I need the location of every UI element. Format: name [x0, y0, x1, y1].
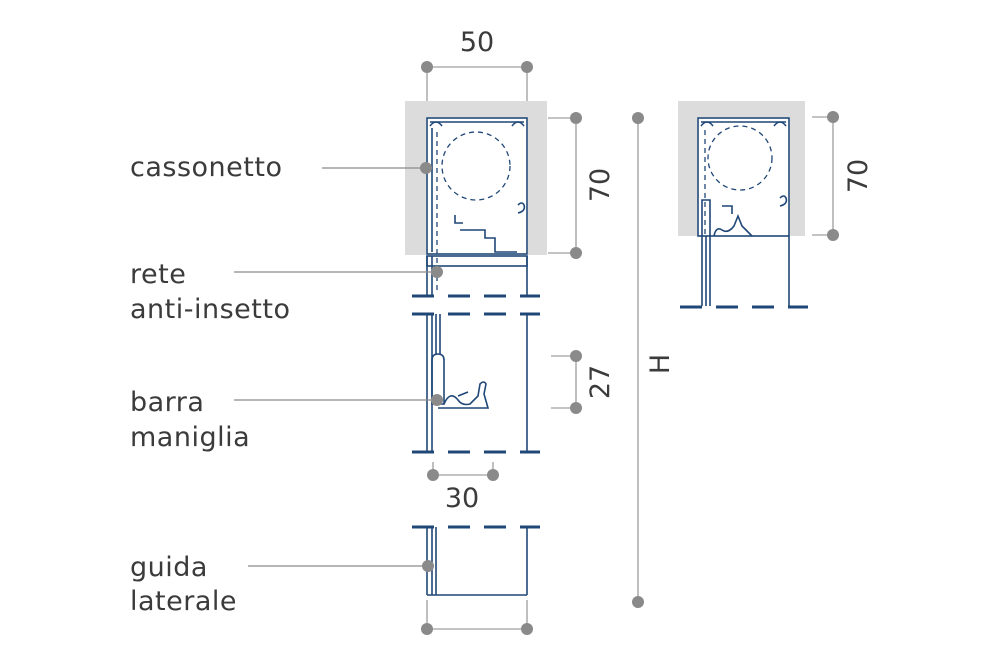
barra-maniglia-profile [426, 314, 528, 452]
label-barra-line2: maniglia [130, 422, 250, 453]
label-rete-anti-insetto: rete anti-insetto [130, 259, 443, 325]
label-rete-line2: anti-insetto [130, 294, 290, 325]
cassonetto-inner [426, 117, 528, 255]
label-guida-laterale: guida laterale [130, 552, 434, 617]
rete-profile [426, 256, 528, 296]
dimension-total-height-value: H [645, 354, 676, 374]
side-section-view [678, 101, 808, 309]
dimension-handle-height: 27 [551, 350, 616, 414]
dimension-box-height: 70 [548, 112, 616, 259]
label-rete-line1: rete [130, 259, 186, 290]
dimension-handle-width: 30 [427, 462, 499, 514]
label-guida-line2: laterale [130, 586, 237, 617]
label-cassonetto: cassonetto [130, 152, 432, 183]
dimension-handle-width-value: 30 [445, 483, 479, 514]
label-barra-line1: barra [130, 387, 204, 418]
label-cassonetto-text: cassonetto [130, 152, 282, 183]
cassonetto-profile [426, 117, 528, 290]
dimension-side-box-height-value: 70 [843, 159, 874, 193]
dimension-side-box-height: 70 [812, 111, 874, 241]
dimension-total-height: H [632, 112, 676, 608]
dimension-bottom-width [421, 600, 533, 635]
guida-laterale-profile [426, 527, 528, 596]
dimension-handle-height-value: 27 [585, 365, 616, 399]
label-guida-line1: guida [130, 552, 208, 583]
label-barra-maniglia: barra maniglia [130, 387, 443, 453]
dimension-top-width: 50 [421, 27, 533, 101]
main-section-view [405, 101, 547, 596]
dimension-box-height-value: 70 [585, 168, 616, 202]
dimension-top-width-value: 50 [460, 27, 494, 58]
